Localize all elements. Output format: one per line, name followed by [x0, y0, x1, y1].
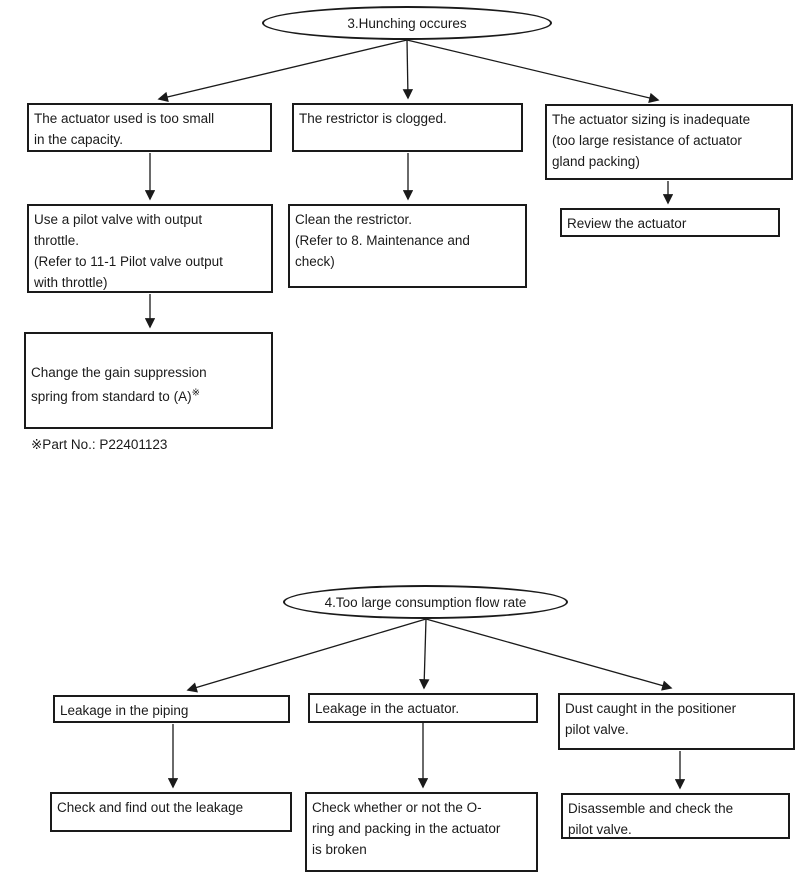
followup-node-change-spring: Change the gain suppression spring from …	[24, 332, 273, 452]
cause-node-leakage-piping: Leakage in the piping	[53, 695, 290, 723]
cause-node-restrictor-clogged: The restrictor is clogged.	[292, 103, 523, 152]
arrow-connector	[186, 618, 427, 693]
cause-node-dust-pilot-valve: Dust caught in the positioner pilot valv…	[558, 693, 795, 750]
remedy-node-pilot-valve-throttle: Use a pilot valve with output throttle. …	[27, 204, 273, 293]
arrow-connector	[425, 618, 673, 691]
remedy-node-disassemble-pilot-valve: Disassemble and check the pilot valve.	[561, 793, 790, 839]
cause-node-leakage-actuator: Leakage in the actuator.	[308, 693, 538, 723]
arrow-connector	[419, 618, 430, 690]
remedy-node-review-actuator: Review the actuator	[560, 208, 780, 237]
part-number-note: ※Part No.: P22401123	[31, 437, 168, 452]
cause-node-actuator-sizing-inadequate: The actuator sizing is inadequate (too l…	[545, 104, 793, 180]
reference-mark: ※	[191, 387, 200, 399]
start-node-consumption-label: 4.Too large consumption flow rate	[324, 594, 527, 610]
start-node-hunching-label: 3.Hunching occures	[347, 15, 467, 31]
remedy-node-find-leakage: Check and find out the leakage	[50, 792, 292, 832]
arrow-connector	[406, 39, 660, 104]
start-node-consumption: 4.Too large consumption flow rate	[283, 585, 568, 619]
arrow-connector	[402, 39, 414, 100]
remedy-node-check-oring: Check whether or not the O- ring and pac…	[305, 792, 538, 872]
followup-text: Change the gain suppression spring from …	[31, 365, 207, 404]
arrow-connector	[157, 39, 408, 103]
cause-node-actuator-too-small: The actuator used is too small in the ca…	[27, 103, 272, 152]
start-node-hunching: 3.Hunching occures	[262, 6, 552, 40]
remedy-node-clean-restrictor: Clean the restrictor. (Refer to 8. Maint…	[288, 204, 527, 288]
